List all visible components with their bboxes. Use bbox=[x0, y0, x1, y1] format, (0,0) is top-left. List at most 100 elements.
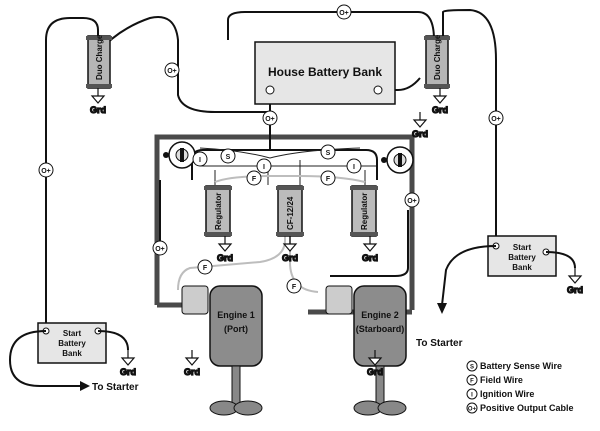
svg-text:F: F bbox=[203, 265, 208, 272]
regulator-right-label: Regulator bbox=[360, 193, 369, 230]
svg-text:F: F bbox=[292, 284, 297, 291]
svg-text:S: S bbox=[470, 365, 474, 371]
engine-1-name: Engine 1 bbox=[217, 310, 255, 320]
wire-tag-ignition: I bbox=[346, 158, 362, 174]
to-starter-right: To Starter bbox=[416, 338, 463, 349]
wire-tag-positive: O+ bbox=[404, 192, 420, 208]
ground-label: Grd bbox=[184, 367, 200, 377]
svg-text:O+: O+ bbox=[41, 168, 51, 175]
svg-text:O+: O+ bbox=[468, 407, 477, 413]
start-cables bbox=[8, 245, 576, 387]
legend-item: O+Positive Output Cable bbox=[466, 402, 574, 414]
ground-icon: Grd bbox=[361, 236, 379, 264]
wire-tag-positive: O+ bbox=[262, 110, 278, 126]
positive-cables bbox=[45, 8, 497, 325]
regulator-left-label: Regulator bbox=[214, 193, 223, 230]
wire-tag-positive: O+ bbox=[152, 240, 168, 256]
regulator-right: Regulator bbox=[350, 185, 378, 237]
svg-text:O+: O+ bbox=[265, 116, 275, 123]
ground-icon: Grd bbox=[366, 350, 384, 378]
cf-label: CF-12/24 bbox=[286, 196, 295, 230]
wire-tag-field: F bbox=[320, 170, 336, 186]
duo-charge-left: Duo Charge bbox=[86, 34, 112, 89]
wire-tag-sense: S bbox=[320, 144, 336, 160]
svg-text:I: I bbox=[199, 157, 201, 164]
ground-icon: Grd bbox=[566, 268, 584, 296]
cf-12-24: CF-12/24 bbox=[276, 185, 304, 237]
svg-text:Field Wire: Field Wire bbox=[480, 375, 523, 385]
wire-tag-positive: O+ bbox=[336, 4, 352, 20]
svg-text:Battery Sense Wire: Battery Sense Wire bbox=[480, 361, 562, 371]
start-bank-right-line2: Battery bbox=[508, 253, 536, 262]
ground-label: Grd bbox=[567, 285, 583, 295]
legend-item: F Field Wire bbox=[466, 374, 523, 386]
engine-2-position: (Starboard) bbox=[356, 324, 405, 334]
ground-icon: Grd bbox=[281, 236, 299, 264]
svg-text:S: S bbox=[226, 154, 231, 161]
house-battery-bank-label: House Battery Bank bbox=[268, 65, 382, 79]
ground-label: Grd bbox=[90, 105, 106, 115]
wire-tag-ignition: I bbox=[256, 158, 272, 174]
legend-item: I Ignition Wire bbox=[466, 388, 534, 400]
start-bank-left-line3: Bank bbox=[62, 349, 82, 358]
svg-text:O+: O+ bbox=[155, 246, 165, 253]
ground-label: Grd bbox=[282, 253, 298, 263]
wire-tag-field: F bbox=[286, 278, 302, 294]
house-battery-bank bbox=[254, 41, 396, 105]
engine-1-position: (Port) bbox=[224, 324, 248, 334]
svg-text:O+: O+ bbox=[167, 68, 177, 75]
svg-text:F: F bbox=[326, 176, 331, 183]
svg-text:I: I bbox=[471, 393, 473, 399]
svg-text:I: I bbox=[263, 164, 265, 171]
house-negative-terminal bbox=[265, 85, 275, 95]
wire-tag-field: F bbox=[246, 170, 262, 186]
wire-tag-sense: S bbox=[220, 148, 236, 164]
svg-text:O+: O+ bbox=[491, 116, 501, 123]
wire-tag-positive: O+ bbox=[38, 162, 54, 178]
engine-1: Engine 1 (Port) bbox=[181, 285, 263, 416]
start-bank-left-line2: Battery bbox=[58, 339, 86, 348]
start-bank-right-line1: Start bbox=[513, 243, 532, 252]
to-starter-left: To Starter bbox=[92, 382, 139, 393]
wire-tag-field: F bbox=[197, 259, 213, 275]
start-battery-bank-left: Start Battery Bank bbox=[37, 322, 107, 364]
arrow-left-starter bbox=[80, 381, 90, 391]
svg-text:F: F bbox=[252, 176, 257, 183]
regulator-left: Regulator bbox=[204, 185, 232, 237]
ground-icon: Grd bbox=[89, 88, 107, 116]
start-bank-right-line3: Bank bbox=[512, 263, 532, 272]
engine-2-name: Engine 2 bbox=[361, 310, 399, 320]
house-positive-terminal bbox=[373, 85, 383, 95]
svg-text:Ignition Wire: Ignition Wire bbox=[480, 389, 534, 399]
ground-icon: Grd bbox=[119, 350, 137, 378]
legend-item: S Battery Sense Wire bbox=[466, 360, 562, 372]
ground-icon: Grd bbox=[183, 350, 201, 378]
start-battery-bank-right: Start Battery Bank bbox=[487, 235, 557, 277]
ground-label: Grd bbox=[120, 367, 136, 377]
wire-tag-ignition: I bbox=[192, 151, 208, 167]
wire-tag-positive: O+ bbox=[488, 110, 504, 126]
ignition-switch-left bbox=[163, 141, 196, 169]
ground-icon: Grd bbox=[431, 88, 449, 116]
svg-text:S: S bbox=[326, 150, 331, 157]
duo-charge-right: Duo Charge bbox=[424, 34, 450, 89]
svg-text:F: F bbox=[470, 379, 474, 385]
ground-label: Grd bbox=[432, 105, 448, 115]
ignition-switch-right bbox=[381, 146, 414, 174]
svg-text:O+: O+ bbox=[339, 10, 349, 17]
ground-label: Grd bbox=[367, 367, 383, 377]
ground-icon: Grd bbox=[216, 236, 234, 264]
svg-text:O+: O+ bbox=[407, 198, 417, 205]
engine-room-frame bbox=[154, 134, 415, 310]
start-bank-left-line1: Start bbox=[63, 329, 82, 338]
ground-label: Grd bbox=[217, 253, 233, 263]
ground-label: Grd bbox=[362, 253, 378, 263]
arrow-right-starter bbox=[437, 303, 447, 314]
duo-charge-right-label: Duo Charge bbox=[433, 34, 442, 80]
ground-icon: Grd bbox=[411, 112, 429, 140]
wire-tag-positive: O+ bbox=[164, 62, 180, 78]
